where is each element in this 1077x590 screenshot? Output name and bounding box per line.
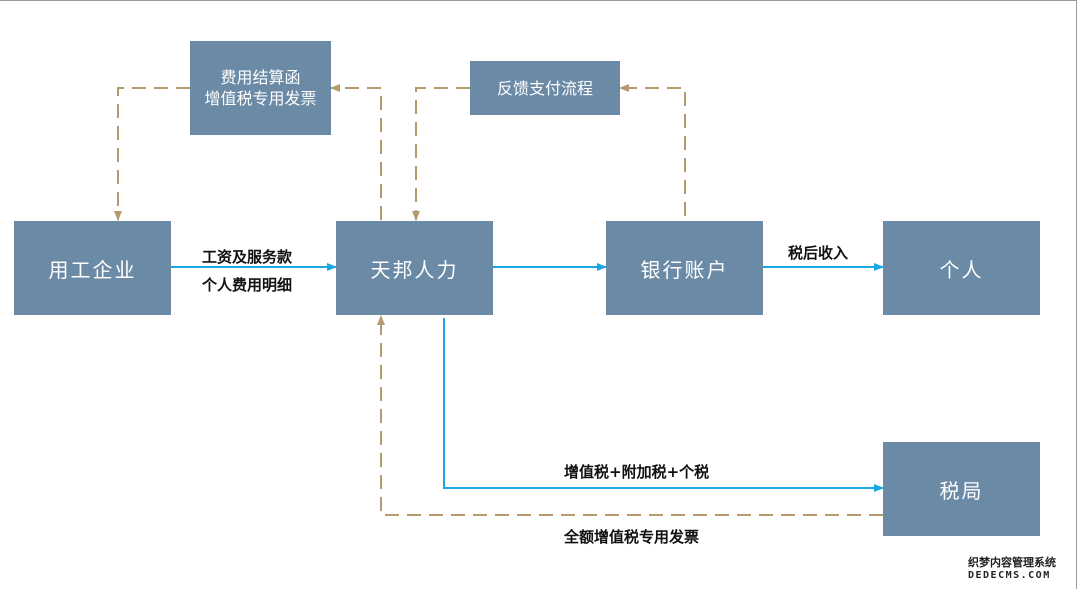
node-individual: 个人 — [883, 221, 1040, 315]
node-employer: 用工企业 — [14, 221, 171, 315]
node-settlement-invoice: 费用结算函 增值税专用发票 — [190, 41, 331, 135]
node-payment-feedback: 反馈支付流程 — [470, 61, 620, 115]
label-wages-services: 工资及服务款 — [202, 248, 293, 266]
label-personal-expense-detail: 个人费用明细 — [202, 276, 293, 294]
arrow-tianbang-to-settlement — [330, 84, 382, 220]
node-tianbang: 天邦人力 — [336, 221, 493, 315]
label-taxes: 增值税+附加税+个税 — [564, 463, 710, 481]
label-after-tax-income: 税后收入 — [788, 244, 849, 262]
arrow-bank-to-feedback — [619, 84, 686, 216]
arrow-feedback-to-tianbang — [412, 87, 470, 221]
arrow-taxbureau-to-tianbang — [377, 315, 883, 516]
node-bank-account: 银行账户 — [606, 221, 763, 315]
label-full-vat-invoice: 全额增值税专用发票 — [564, 528, 700, 546]
arrow-tianbang-to-taxbureau — [443, 318, 884, 492]
watermark-text: 织梦内容管理系统 — [968, 556, 1056, 569]
watermark-domain: DEDECMS.COM — [968, 570, 1051, 581]
node-tax-bureau: 税局 — [883, 442, 1040, 536]
arrow-settlement-to-employer — [114, 87, 190, 221]
